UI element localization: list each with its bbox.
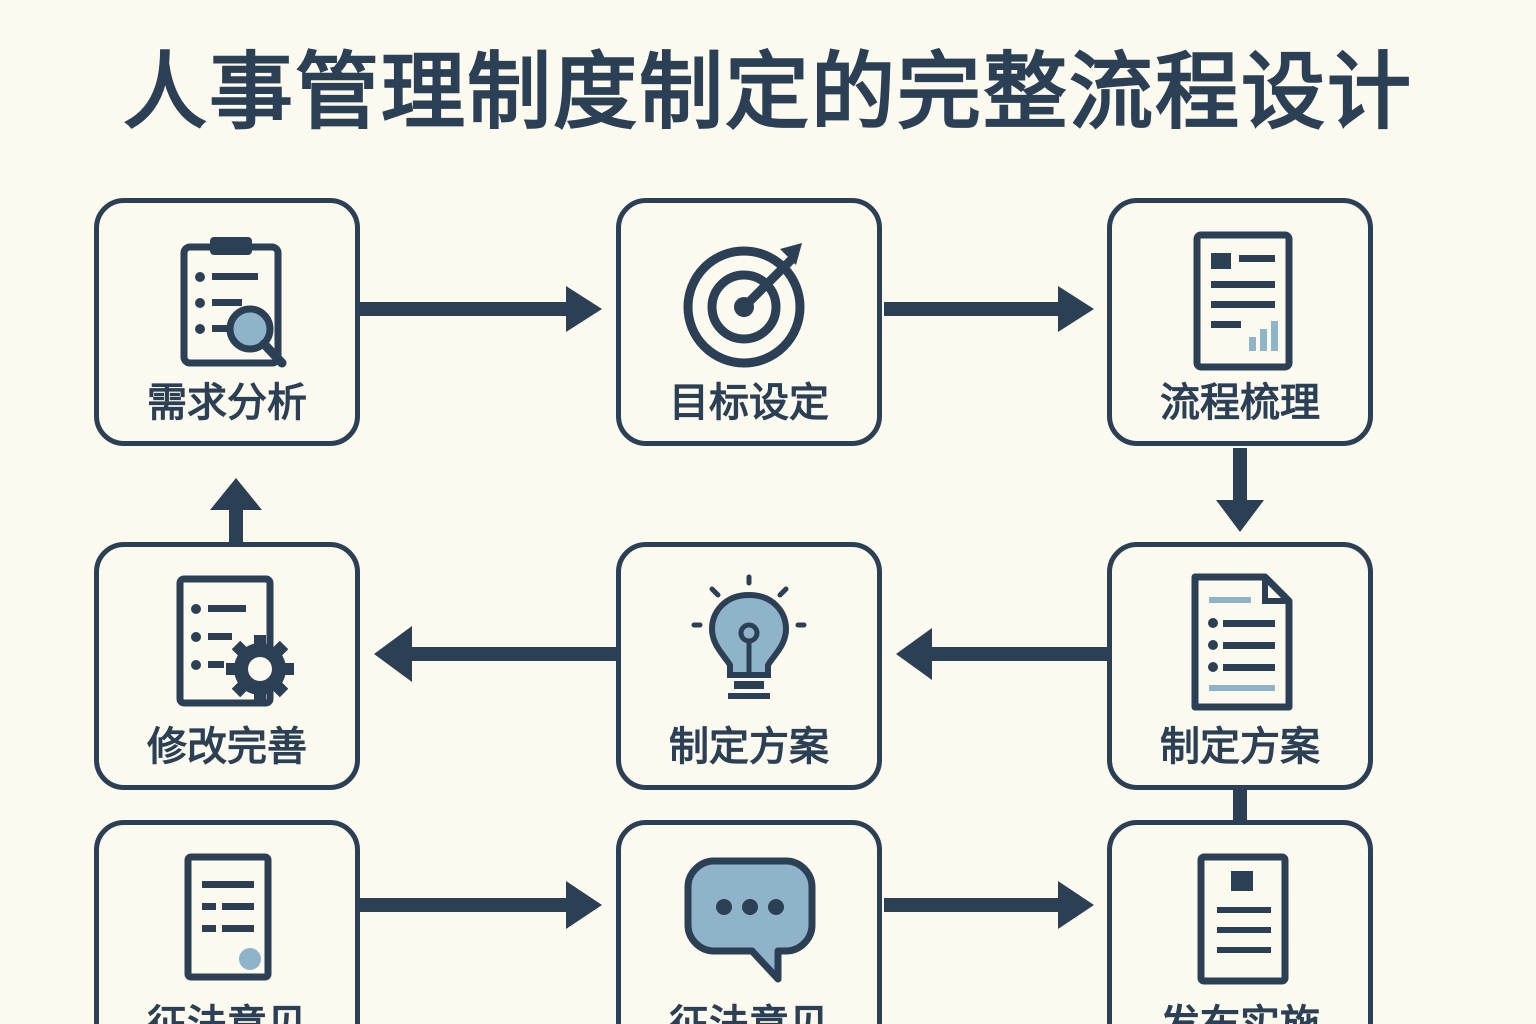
document-icon bbox=[152, 847, 302, 997]
step-label: 制定方案 bbox=[1160, 724, 1320, 770]
announcement-document-icon bbox=[1165, 847, 1315, 997]
arrow-right-2 bbox=[884, 286, 1094, 332]
step-requirements-analysis: 需求分析 bbox=[94, 198, 360, 446]
step-label: 征法意见 bbox=[99, 1003, 355, 1024]
step-goal-setting: 目标设定 bbox=[616, 198, 882, 446]
arrow-up-6-1 bbox=[210, 478, 262, 544]
target-arrow-icon bbox=[674, 225, 824, 375]
arrow-right-8-9 bbox=[884, 881, 1094, 929]
step-solicit-opinions-discussion: 征法意见 bbox=[616, 820, 882, 1024]
step-solicit-opinions-document: 征法意见 bbox=[94, 820, 360, 1024]
arrow-down-3-4 bbox=[1216, 448, 1264, 532]
step-label: 征法意见 bbox=[621, 1003, 877, 1024]
document-list-icon bbox=[1165, 569, 1315, 719]
step-label: 制定方案 bbox=[669, 724, 829, 770]
document-chart-icon bbox=[1165, 225, 1315, 375]
arrow-right-7-8 bbox=[360, 881, 602, 929]
step-draft-plan: 制定方案 bbox=[1107, 542, 1373, 790]
arrow-left-4-5 bbox=[896, 628, 1108, 680]
step-label: 需求分析 bbox=[147, 380, 307, 426]
arrow-left-5-6 bbox=[374, 626, 616, 682]
connector-4-9 bbox=[1233, 790, 1247, 824]
step-publish-implement: 发布实施 bbox=[1107, 820, 1373, 1024]
arrow-right-1 bbox=[360, 286, 602, 332]
step-process-review: 流程梳理 bbox=[1107, 198, 1373, 446]
step-label: 目标设定 bbox=[669, 380, 829, 426]
step-draft-plan-idea: 制定方案 bbox=[616, 542, 882, 790]
step-label: 修改完善 bbox=[147, 724, 307, 770]
step-label: 发布实施 bbox=[1112, 1003, 1368, 1024]
clipboard-search-icon bbox=[152, 225, 302, 375]
step-revise-improve: 修改完善 bbox=[94, 542, 360, 790]
lightbulb-icon bbox=[674, 569, 824, 719]
step-label: 流程梳理 bbox=[1160, 380, 1320, 426]
checklist-gear-icon bbox=[152, 569, 302, 719]
page-title: 人事管理制度制定的完整流程设计 bbox=[122, 43, 1413, 141]
speech-bubble-icon bbox=[674, 847, 824, 997]
